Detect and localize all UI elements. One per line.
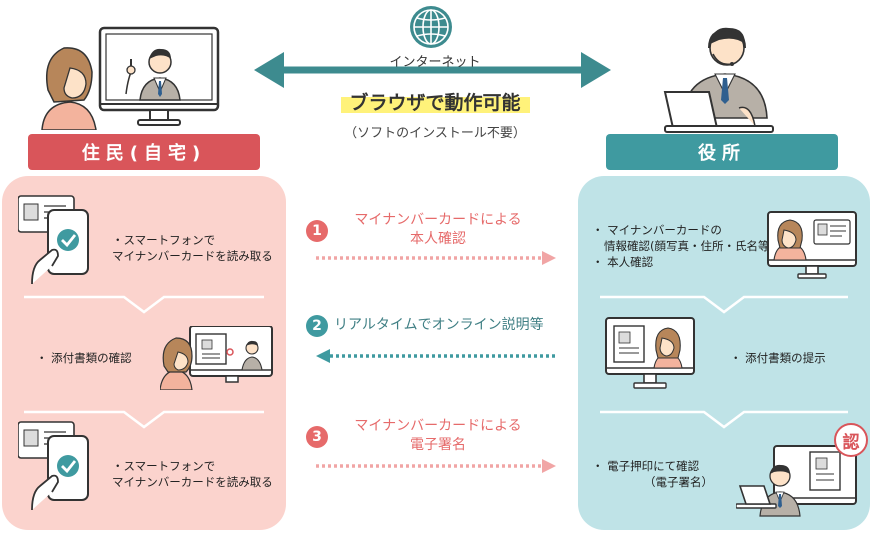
resident-step3-line2: マイナンバーカードを読み取る	[112, 475, 273, 489]
step1-number: 1	[306, 220, 328, 242]
resident-step1-text: ・スマートフォンで マイナンバーカードを読み取る	[112, 232, 273, 264]
step1-title: マイナンバーカードによる 本人確認	[338, 211, 538, 249]
office-step3-line2: （電子署名）	[644, 475, 713, 489]
office-section-dividers	[600, 295, 848, 429]
office-step1-line3: ・ 本人確認	[592, 255, 654, 269]
browser-highlight-bg	[341, 97, 530, 113]
step3-title-line1: マイナンバーカードによる	[354, 418, 522, 434]
office-step3-text: ・ 電子押印にて確認 （電子署名）	[592, 458, 713, 490]
card-info-monitor-icon	[767, 211, 857, 279]
office-worker-illustration	[663, 27, 774, 133]
step3-title: マイナンバーカードによる 電子署名	[338, 417, 538, 455]
step1-title-line2: 本人確認	[410, 231, 466, 247]
internet-label: インターネット	[389, 55, 481, 70]
resident-header: 住民(自宅)	[28, 134, 260, 170]
smartphone-card-reading-icon-2	[18, 421, 89, 510]
step3-number: 3	[306, 426, 328, 448]
approval-stamp-text: 認	[842, 432, 860, 453]
electronic-seal-monitor-icon	[736, 445, 857, 517]
approval-stamp: 認	[834, 423, 868, 457]
step3-arrow-right	[316, 459, 556, 473]
step2-number: 2	[306, 315, 328, 337]
office-step3-line1: ・ 電子押印にて確認	[592, 459, 700, 473]
resident-step3-text: ・スマートフォンで マイナンバーカードを読み取る	[112, 458, 273, 490]
resident-step1-line2: マイナンバーカードを読み取る	[112, 249, 273, 263]
resident-section-dividers	[24, 295, 264, 429]
document-presentation-monitor-icon	[605, 317, 695, 389]
resident-step2-text: ・ 添付書類の確認	[36, 351, 132, 365]
internet-connection-arrow	[254, 52, 611, 88]
no-install-note: （ソフトのインストール不要）	[344, 126, 526, 141]
browser-operation-title: ブラウザで動作可能	[349, 92, 521, 114]
office-step1-line2: 情報確認(顔写真・住所・氏名等)	[604, 239, 774, 253]
globe-icon	[410, 6, 452, 48]
step1-title-line1: マイナンバーカードによる	[354, 212, 522, 228]
step1-arrow-right	[316, 251, 556, 265]
office-step1-line1: ・ マイナンバーカードの	[592, 223, 722, 237]
smartphone-card-reading-icon	[18, 195, 89, 284]
resident-video-call-illustration	[41, 26, 220, 130]
step2-title: リアルタイムでオンライン説明等	[334, 317, 544, 333]
step3-title-line2: 電子署名	[410, 437, 466, 453]
office-header: 役所	[606, 134, 838, 170]
office-step2-text: ・ 添付書類の提示	[730, 351, 826, 365]
document-check-call-icon	[160, 326, 273, 390]
office-step1-text: ・ マイナンバーカードの 情報確認(顔写真・住所・氏名等) ・ 本人確認	[592, 222, 774, 270]
resident-step3-line1: ・スマートフォンで	[112, 459, 216, 473]
resident-step1-line1: ・スマートフォンで	[112, 233, 216, 247]
step2-arrow-left	[316, 349, 556, 363]
